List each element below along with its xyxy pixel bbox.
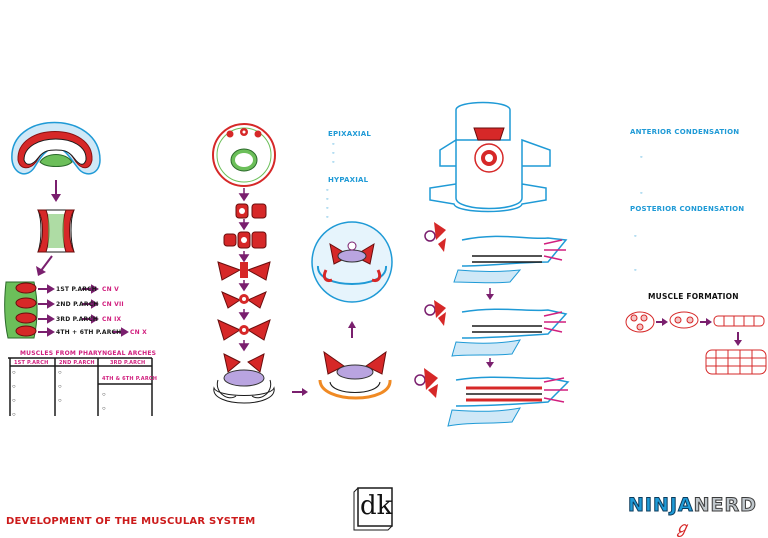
arch-1-label: 1ST P.ARCH	[56, 286, 97, 293]
hypaxial-label: HYPAXIAL	[328, 176, 369, 184]
somite-stage-1	[235, 203, 267, 219]
arch-4-nerve: CN X	[130, 329, 147, 336]
anterior-condensation-label: ANTERIOR CONDENSATION	[630, 128, 740, 136]
posterior-condensation-label: POSTERIOR CONDENSATION	[630, 205, 745, 213]
somite-stage-4	[221, 291, 267, 309]
down-arrow-2	[39, 255, 53, 273]
dk-logo-text: dk	[360, 491, 393, 521]
table-header-1: 1ST P.ARCH	[14, 360, 49, 366]
somite-stage-2	[223, 231, 267, 249]
arch-2-label: 2ND P.ARCH	[56, 301, 99, 308]
arch-table-title: MUSCLES FROM PHARYNGEAL ARCHES	[20, 350, 157, 357]
arrow-head-2	[36, 266, 46, 276]
table-bullets-col-2: ○○○	[58, 370, 62, 404]
pharyngeal-tube	[37, 209, 75, 253]
arch-4-label: 4TH + 6TH P.ARCH	[56, 329, 122, 336]
logo-nerd: NERD	[693, 494, 757, 517]
table-header-3: 3RD P.ARCH	[110, 360, 146, 366]
table-subheader: 4TH & 6TH P.ARCH	[102, 376, 158, 382]
limb-arrow-2	[486, 358, 494, 368]
table-bullets-col-3: ○○	[102, 392, 106, 412]
embryo-cross-section	[11, 121, 101, 175]
logo-signature-flourish: ℊ	[674, 518, 691, 537]
anterior-dots: ◦◦	[640, 154, 643, 197]
arrow-head-1	[51, 194, 61, 202]
right-arrow-to-orange	[292, 388, 308, 396]
limb-stage-3	[414, 368, 570, 427]
epaxial-label: EPIXAXIAL	[328, 130, 372, 138]
logo-ninja: NINJA	[628, 494, 694, 517]
ninja-nerd-logo: NINJANERD	[628, 494, 757, 517]
pharyngeal-arches	[4, 281, 38, 339]
page-title: DEVELOPMENT OF THE MUSCULAR SYSTEM	[6, 516, 256, 527]
somite-stage-5	[217, 319, 271, 341]
arch-3-nerve: CN IX	[102, 316, 122, 323]
somite-progression-arrows	[238, 188, 250, 352]
arch-table	[8, 357, 153, 416]
up-arrow	[348, 321, 356, 338]
limb-stage-1	[424, 222, 568, 284]
limb-arrow-1	[486, 288, 494, 300]
table-bullets-col-1: ○○○○	[12, 370, 16, 418]
epimere-hypomere-section	[311, 221, 393, 303]
arch-1-nerve: CN V	[102, 286, 119, 293]
limb-bud-body	[429, 101, 551, 213]
muscle-formation-label: MUSCLE FORMATION	[648, 292, 739, 301]
arch-arrows	[38, 284, 129, 337]
somite-stage-6	[213, 353, 275, 404]
arch-3-label: 3RD P.ARCH	[56, 316, 99, 323]
arch-2-nerve: CN VII	[102, 301, 124, 308]
hypaxial-dots: ◦◦◦◦	[326, 187, 329, 221]
dermomyotome-section	[318, 350, 392, 400]
somite-stage-3	[217, 261, 271, 281]
table-header-2: 2ND P.ARCH	[59, 360, 95, 366]
epaxial-dots: ◦◦◦	[332, 141, 335, 166]
dk-logo	[353, 487, 393, 531]
neural-tube-section	[212, 123, 276, 187]
muscle-formation-diagram	[625, 311, 767, 375]
posterior-dots: ◦◦	[634, 233, 637, 274]
limb-stage-2	[424, 300, 568, 357]
